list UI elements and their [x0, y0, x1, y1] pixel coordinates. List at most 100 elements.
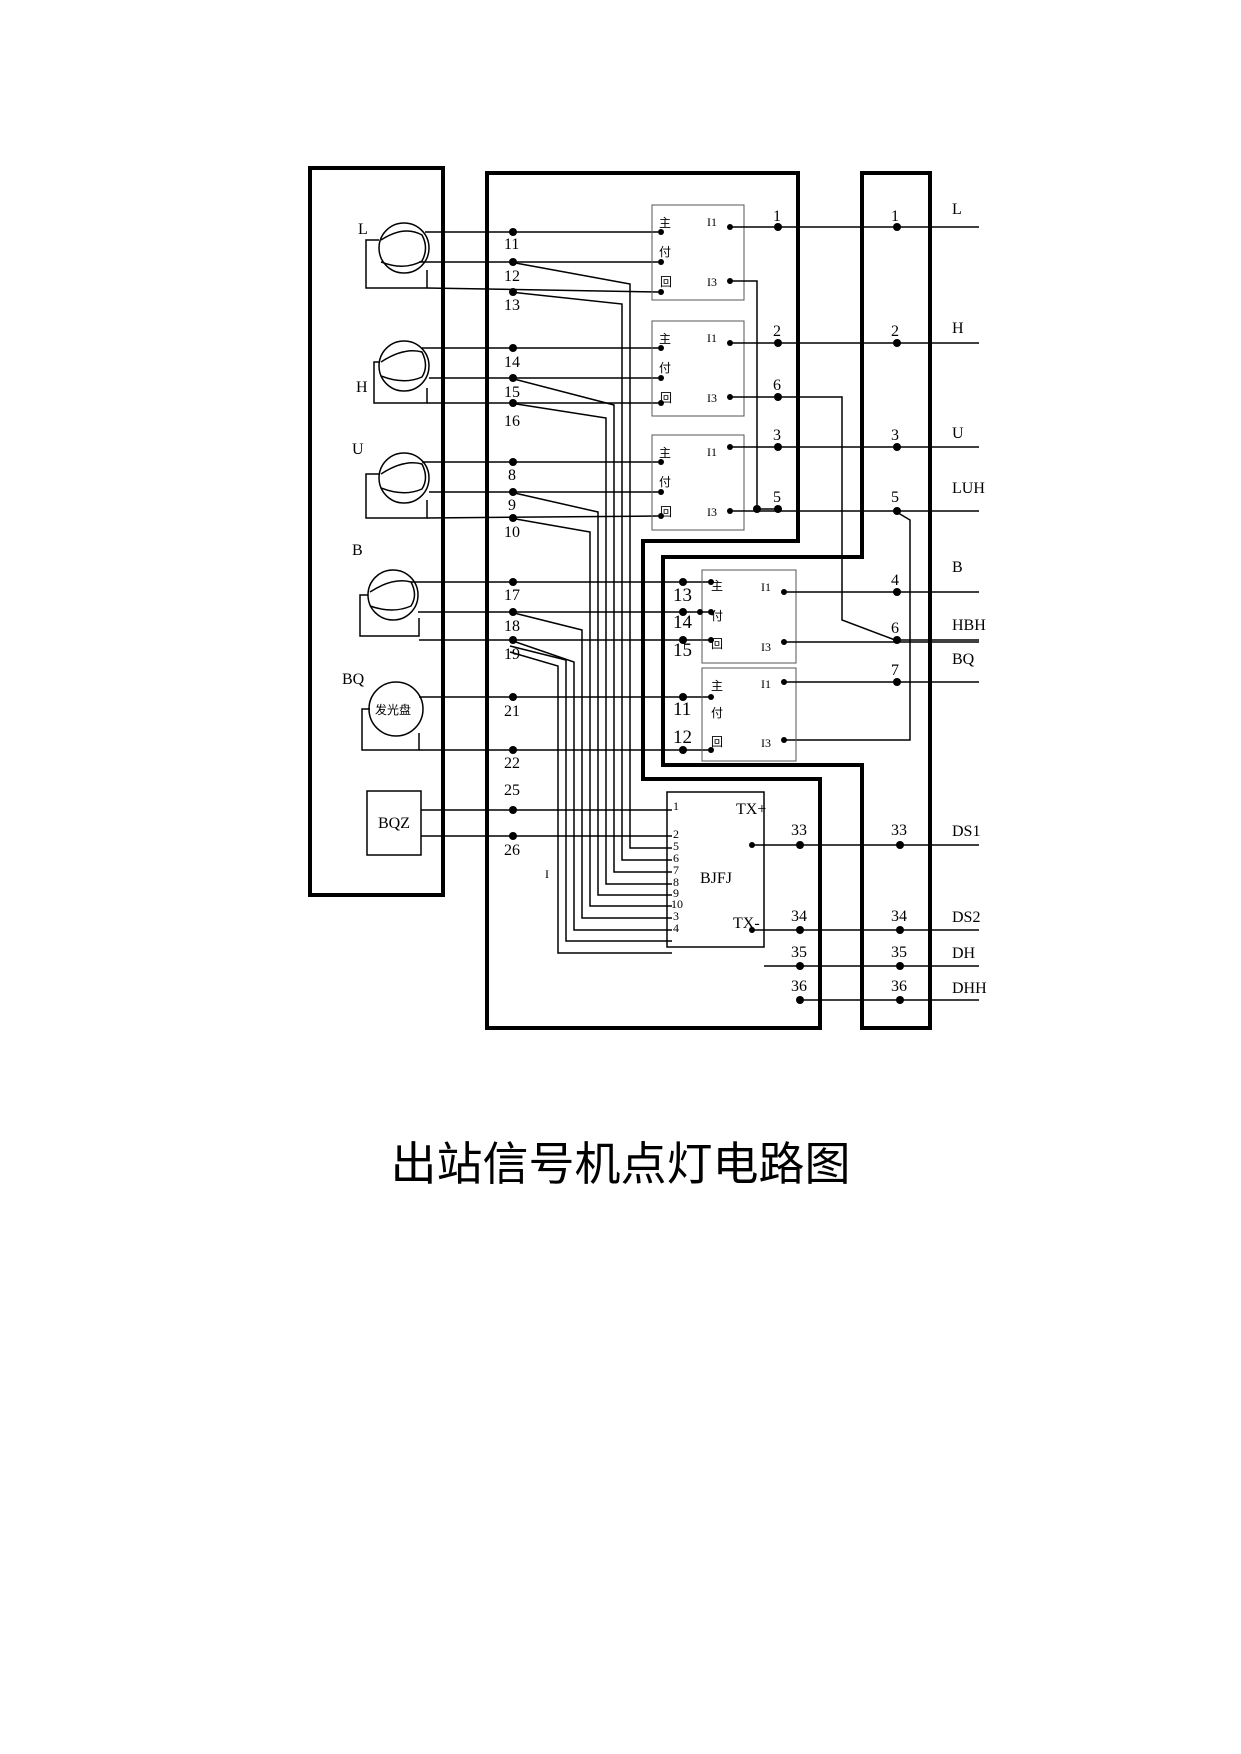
bjfj-label: BJFJ — [700, 870, 732, 887]
lamp-U-symbol — [365, 452, 430, 519]
middle-terminal-dots — [509, 228, 517, 840]
unit-main-label: 主 — [659, 446, 671, 460]
bjfj-pin-labels: 1 2 5 6 7 8 9 10 3 4 — [671, 799, 683, 935]
lamp-H-symbol — [373, 340, 430, 404]
right-terminal-1: 1 — [891, 208, 899, 225]
lamp-label-H: H — [356, 379, 368, 396]
middle-terminal-13: 13 — [504, 297, 520, 314]
unit-aux-label: 付 — [659, 361, 671, 375]
unit-main-label: 主 — [711, 679, 723, 693]
unit-main-label: 主 — [711, 579, 723, 593]
bjfj-terminal-34: 34 — [791, 908, 807, 925]
bjfj-pin: 1 — [673, 799, 679, 813]
unit-aux-label: 付 — [711, 609, 723, 623]
lower-terminal-11: 11 — [673, 699, 691, 720]
diagram-title: 出站信号机点灯电路图 — [390, 1137, 851, 1191]
right-terminal-dots — [893, 223, 904, 1004]
output-H: H — [952, 320, 964, 337]
bjfj-pin: 8 — [673, 875, 679, 889]
middle-terminal-8: 8 — [508, 467, 516, 484]
unit-aux-label: 付 — [659, 245, 671, 259]
unit-return-label: 回 — [660, 275, 672, 289]
unit-i1-label: I1 — [707, 215, 717, 229]
upper-terminal-5: 5 — [773, 489, 781, 506]
bjfj-pin: 5 — [673, 839, 679, 853]
bqz-box — [366, 790, 422, 856]
right-terminal-3: 3 — [891, 427, 899, 444]
output-BQ: BQ — [952, 651, 975, 668]
lower-terminal-13: 13 — [673, 585, 692, 606]
bjfj-tx-plus-label: TX+ — [736, 801, 766, 818]
upper-terminal-1: 1 — [773, 208, 781, 225]
upper-unit-terminal-dots — [774, 223, 782, 513]
bjfj-pin: 7 — [673, 863, 679, 877]
output-LUH: LUH — [952, 480, 985, 497]
unit-return-label: 回 — [711, 735, 723, 749]
output-U: U — [952, 425, 964, 442]
unit-aux-label: 付 — [711, 706, 723, 720]
middle-terminal-10: 10 — [504, 524, 520, 541]
bjfj-pin: 6 — [673, 851, 679, 865]
middle-relay-box — [485, 171, 822, 1030]
bjfj-module — [666, 791, 765, 948]
output-B: B — [952, 559, 963, 576]
lamp-feed-wires — [411, 231, 713, 954]
output-DHH: DHH — [952, 980, 987, 997]
right-terminal-33: 33 — [891, 822, 907, 839]
luminous-panel-symbol — [361, 681, 424, 751]
bjfj-pin: 10 — [671, 897, 683, 911]
junction-dot — [753, 505, 761, 513]
middle-terminal-22: 22 — [504, 755, 520, 772]
lamp-B-symbol — [359, 569, 420, 637]
middle-terminal-I: I — [545, 867, 549, 881]
unit-i3-label: I3 — [761, 736, 771, 750]
middle-terminal-14: 14 — [504, 354, 520, 371]
middle-terminal-9: 9 — [508, 497, 516, 514]
bjfj-pin: 2 — [673, 827, 679, 841]
output-DS2: DS2 — [952, 909, 980, 926]
upper-terminal-6: 6 — [773, 377, 781, 394]
lamp-L-symbol — [365, 222, 430, 289]
lower-unit-labels: 主 付 回 I1 I3 主 付 回 I1 I3 — [711, 579, 771, 750]
upper-terminal-2: 2 — [773, 323, 781, 340]
right-terminal-5: 5 — [891, 489, 899, 506]
lamp-label-U: U — [352, 441, 364, 458]
lower-terminal-14: 14 — [673, 612, 693, 633]
output-DH: DH — [952, 945, 976, 962]
bjfj-terminal-35: 35 — [791, 944, 807, 961]
unit-i3-label: I3 — [707, 391, 717, 405]
unit-i3-label: I3 — [761, 640, 771, 654]
bjfj-output-wires — [749, 841, 979, 1004]
bjfj-pin: 3 — [673, 909, 679, 923]
lamp-label-B: B — [352, 542, 363, 559]
unit-i1-label: I1 — [707, 331, 717, 345]
right-terminal-4: 4 — [891, 572, 899, 589]
right-terminal-2: 2 — [891, 323, 899, 340]
middle-terminal-26: 26 — [504, 842, 520, 859]
middle-terminal-21: 21 — [504, 703, 520, 720]
bqz-label: BQZ — [378, 815, 410, 832]
lamp-label-L: L — [358, 221, 368, 238]
unit-i1-label: I1 — [761, 580, 771, 594]
lower-terminal-15: 15 — [673, 640, 692, 661]
unit-return-label: 回 — [660, 391, 672, 405]
middle-terminal-17: 17 — [504, 587, 520, 604]
right-terminal-box — [661, 171, 932, 1030]
middle-terminal-16: 16 — [504, 413, 520, 430]
luminous-panel-label: 发光盘 — [375, 702, 411, 717]
unit-i3-label: I3 — [707, 275, 717, 289]
lamp-label-BQ: BQ — [342, 671, 365, 688]
bjfj-pin: 4 — [673, 921, 679, 935]
bjfj-terminal-36: 36 — [791, 978, 807, 995]
output-DS1: DS1 — [952, 823, 980, 840]
output-L: L — [952, 201, 962, 218]
lower-terminal-12: 12 — [673, 727, 692, 748]
relay-unit-L — [651, 204, 745, 301]
unit-return-label: 回 — [660, 505, 672, 519]
unit-i3-label: I3 — [707, 505, 717, 519]
output-HBH: HBH — [952, 617, 986, 634]
upper-terminal-3: 3 — [773, 427, 781, 444]
lower-unit-terminal-dots — [679, 578, 703, 754]
middle-terminal-25: 25 — [504, 782, 520, 799]
